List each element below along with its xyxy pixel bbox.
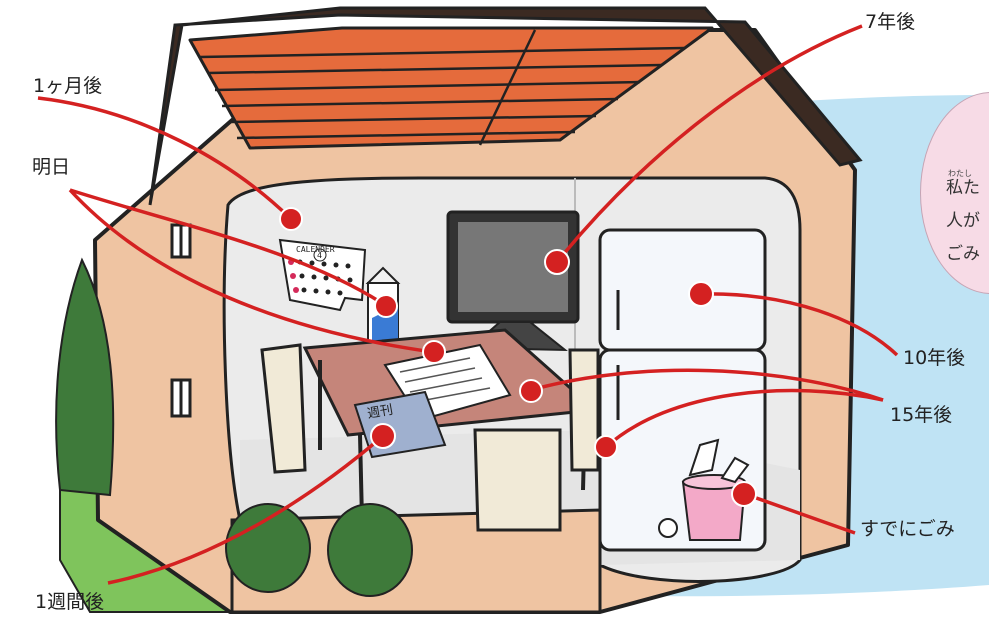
bushes <box>225 503 413 597</box>
label-fifteen-years: 15年後 <box>890 404 953 426</box>
bubble-ruby: わたし <box>948 169 972 178</box>
label-one-week: 1週間後 <box>35 591 105 613</box>
leader-already <box>744 492 856 535</box>
dot-fridge <box>688 281 714 307</box>
leader-fifteen-b <box>604 388 884 449</box>
chairs <box>260 343 600 532</box>
leader-one-month <box>37 96 292 220</box>
dot-magazine <box>370 423 396 449</box>
side-window-upper <box>170 223 192 259</box>
magazine-title: 週刊 <box>366 403 394 422</box>
label-ten-years: 10年後 <box>903 347 966 369</box>
leader-dots <box>279 207 757 507</box>
roof <box>148 6 863 206</box>
dot-chair <box>594 435 618 459</box>
leader-seven-years <box>555 24 863 264</box>
dot-table <box>519 379 543 403</box>
roof-tiles <box>188 26 714 150</box>
bubble-line-2: 人が <box>946 211 980 231</box>
trash-can <box>658 438 750 541</box>
dot-milk <box>374 294 398 318</box>
dot-calendar <box>279 207 303 231</box>
bubble-line-1: 私た <box>946 178 980 198</box>
label-seven-years: 7年後 <box>865 11 916 33</box>
leader-ten-years <box>699 292 899 357</box>
leader-one-week <box>107 434 385 585</box>
label-already-garbage: すでにごみ <box>860 518 955 540</box>
side-window-lower <box>170 378 192 418</box>
calendar-month: 4 <box>317 251 322 260</box>
television <box>446 210 580 352</box>
cypress-tree <box>55 257 115 497</box>
leader-tomorrow-b <box>68 188 434 354</box>
dot-trash <box>731 481 757 507</box>
leader-fifteen-a <box>530 368 884 402</box>
leader-lines <box>37 24 899 585</box>
label-one-month: 1ヶ月後 <box>33 75 103 97</box>
leader-tomorrow-a <box>69 188 386 307</box>
dot-tv <box>544 249 570 275</box>
dot-newspaper <box>422 340 446 364</box>
roof-tile-lines <box>199 29 685 146</box>
calendar-title: CALENDER <box>296 245 335 254</box>
label-tomorrow: 明日 <box>32 156 71 178</box>
bubble-line-3: ごみ <box>946 244 980 264</box>
